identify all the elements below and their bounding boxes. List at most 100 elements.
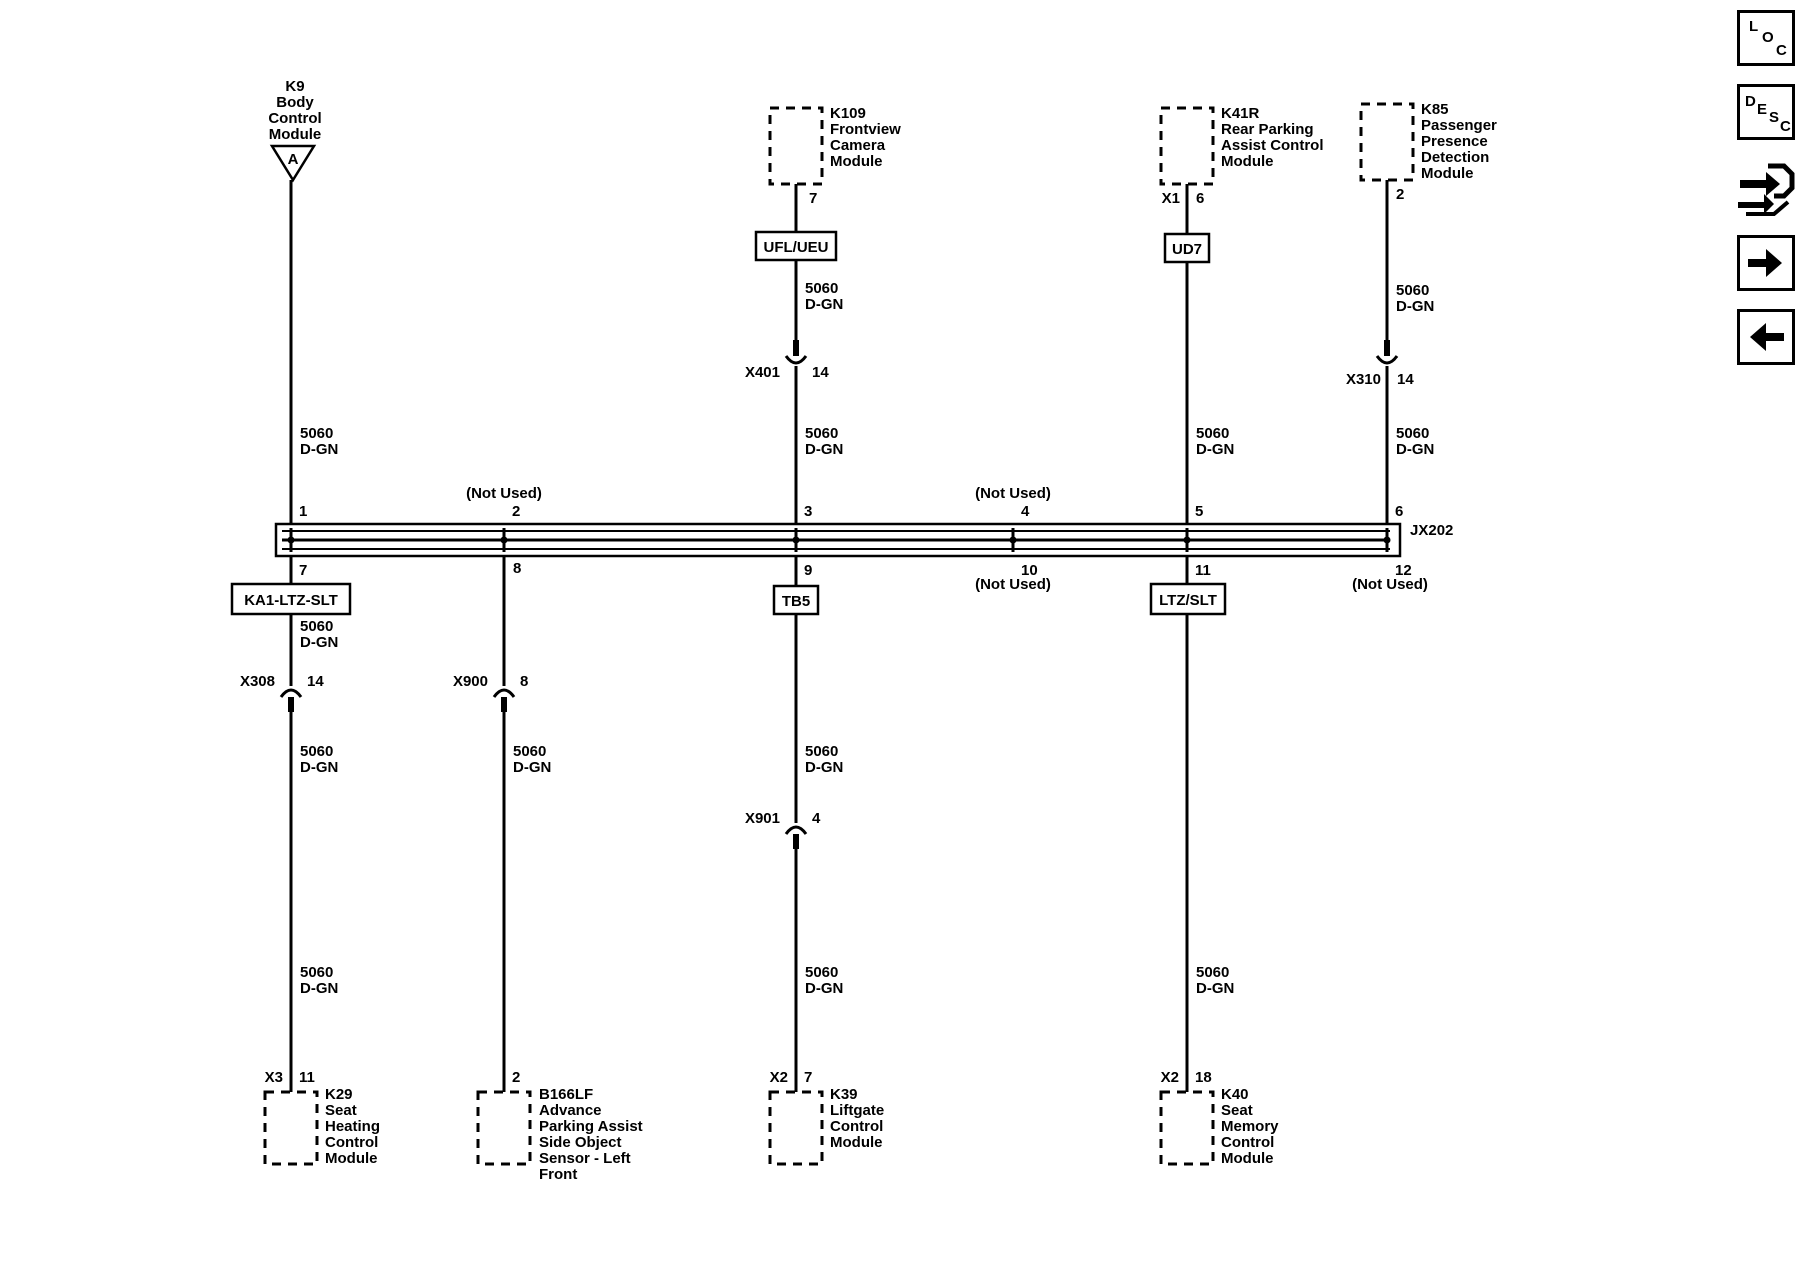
option-label: KA1-LTZ-SLT (244, 592, 338, 609)
k9-label: Body (276, 94, 314, 111)
k109-label: K109 (830, 105, 866, 122)
connector-pin: 6 (1196, 190, 1204, 207)
wire-circuit: 5060 (1196, 425, 1229, 442)
wire-color: D-GN (300, 759, 338, 776)
k85-label: K85 (1421, 101, 1449, 118)
connector-pin: 8 (520, 673, 528, 690)
splice-name: JX202 (1410, 522, 1453, 539)
connector-pin: 2 (512, 1069, 520, 1086)
k85-label: Detection (1421, 149, 1489, 166)
wire-circuit: 5060 (1396, 282, 1429, 299)
connector-id: X2 (1161, 1069, 1179, 1086)
wire-circuit: 5060 (300, 964, 333, 981)
wire-color: D-GN (300, 634, 338, 651)
k9-label: K9 (285, 78, 304, 95)
k9-marker: A (288, 151, 299, 168)
b166lf-label: Advance (539, 1102, 602, 1119)
connector-pin: 14 (1397, 371, 1414, 388)
b166lf-label: B166LF (539, 1086, 593, 1103)
wire-color: D-GN (805, 441, 843, 458)
k41r-label: K41R (1221, 105, 1260, 122)
k109-label: Camera (830, 137, 886, 154)
connector-tool-icon[interactable] (1734, 158, 1798, 220)
wire-circuit: 5060 (1196, 964, 1229, 981)
connector-pin: 11 (299, 1069, 315, 1086)
option-label: LTZ/SLT (1159, 592, 1217, 609)
desc-button[interactable]: D E S C (1737, 84, 1795, 140)
connector-pin: 7 (809, 190, 817, 207)
desc-letter: C (1780, 118, 1791, 135)
connector-pin: 14 (307, 673, 324, 690)
connector-id: X3 (265, 1069, 283, 1086)
k29-label: Module (325, 1150, 378, 1167)
splice-pin: 7 (299, 562, 307, 579)
splice-pack-jx202: JX202 1 2 3 4 5 6 (Not Used) (Not Used) … (274, 485, 1453, 593)
k85-label: Presence (1421, 133, 1488, 150)
option-label: UFL/UEU (764, 239, 829, 256)
k9-label: Module (269, 126, 322, 143)
loc-letter: O (1762, 29, 1774, 46)
option-ufl-ueu (754, 230, 838, 262)
splice-pin: 8 (513, 560, 521, 577)
wire-circuit: 5060 (300, 743, 333, 760)
k9-body-control-module: K9 Body Control Module A (268, 78, 322, 183)
wire-circuit: 5060 (805, 280, 838, 297)
not-used-label: (Not Used) (466, 485, 542, 502)
connector-pin: 2 (1396, 186, 1404, 203)
k29-label: K29 (325, 1086, 353, 1103)
connector-pin: 14 (812, 364, 829, 381)
k29-label: Heating (325, 1118, 380, 1135)
splice-pin: 4 (1021, 503, 1030, 520)
wire-circuit: 5060 (300, 618, 333, 635)
loc-letter: C (1776, 42, 1787, 59)
wire-circuit: 5060 (1396, 425, 1429, 442)
k41r-label: Assist Control (1221, 137, 1324, 154)
wire-circuit: 5060 (513, 743, 546, 760)
connector-id: X1 (1162, 190, 1180, 207)
k109-label: Module (830, 153, 883, 170)
option-label: UD7 (1172, 241, 1202, 258)
connector-id: X2 (770, 1069, 788, 1086)
k85-label: Module (1421, 165, 1474, 182)
b166lf-parking-assist-sensor: 2 B166LF Advance Parking Assist Side Obj… (476, 1069, 643, 1183)
splice-pin: 1 (299, 503, 307, 520)
wire-circuit: 5060 (300, 425, 333, 442)
b166lf-label: Parking Assist (539, 1118, 643, 1135)
k29-seat-heating-control-module: X3 11 K29 Seat Heating Control Module (263, 1069, 380, 1167)
splice-pin: 6 (1395, 503, 1403, 520)
not-used-label: (Not Used) (975, 576, 1051, 593)
k40-seat-memory-control-module: X2 18 K40 Seat Memory Control Module (1159, 1069, 1279, 1167)
wire-color: D-GN (1396, 441, 1434, 458)
b166lf-label: Front (539, 1166, 577, 1183)
wire-color: D-GN (1196, 980, 1234, 997)
arrow-right-icon (1748, 249, 1782, 277)
back-button[interactable] (1737, 309, 1795, 365)
connector-x310: X310 (1346, 371, 1381, 388)
wire-color: D-GN (300, 980, 338, 997)
next-button[interactable] (1737, 235, 1795, 291)
connector-x900: X900 (453, 673, 488, 690)
connector-pin: 4 (812, 810, 821, 827)
not-used-label: (Not Used) (1352, 576, 1428, 593)
k9-label: Control (268, 110, 321, 127)
k39-label: K39 (830, 1086, 858, 1103)
desc-letter: D (1745, 93, 1756, 110)
k40-label: Memory (1221, 1118, 1279, 1135)
loc-button[interactable]: L O C (1737, 10, 1795, 66)
splice-pin: 3 (804, 503, 812, 520)
wire-color: D-GN (805, 980, 843, 997)
k109-label: Frontview (830, 121, 901, 138)
arrow-left-icon (1750, 323, 1784, 351)
ground-triangle-icon (269, 144, 317, 183)
wire-circuit: 5060 (805, 743, 838, 760)
splice-pin: 11 (1195, 562, 1211, 579)
connector-x308: X308 (240, 673, 275, 690)
splice-pin: 10 (1021, 562, 1038, 579)
splice-pin: 5 (1195, 503, 1203, 520)
connector-x401: X401 (745, 364, 780, 381)
option-label: TB5 (782, 593, 810, 610)
k40-label: K40 (1221, 1086, 1249, 1103)
wire-color: D-GN (300, 441, 338, 458)
wire-color: D-GN (805, 759, 843, 776)
k39-label: Module (830, 1134, 883, 1151)
